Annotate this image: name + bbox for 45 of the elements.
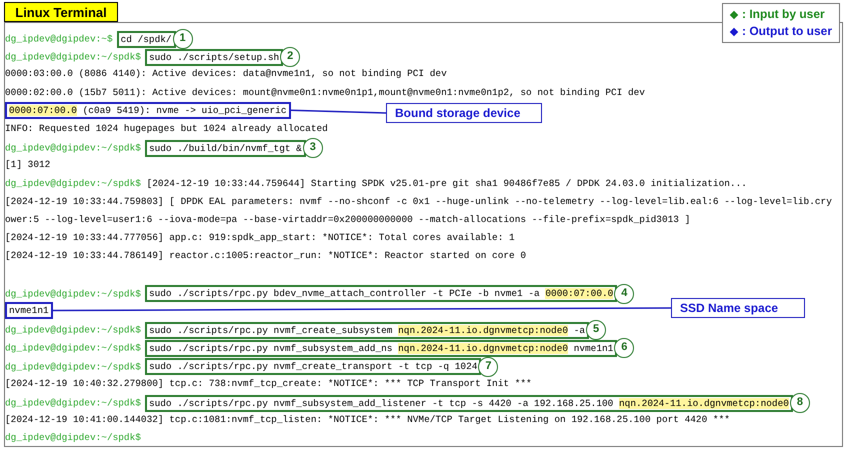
terminal-output-line: [2024-12-19 10:33:44.777056] app.c: 919:spdk_app_start: *NOTICE*: Total cores available: 1 [5, 232, 515, 244]
step-number: 4 [614, 284, 634, 304]
command-input: sudo ./scripts/rpc.py bdev_nvme_attach_controller -t PCIe -b nvme1 -a 0000:07:00.0 [144, 285, 618, 302]
command-prompt: dg_ipdev@dgipdev:~/spdk$ [5, 52, 141, 63]
step-number: 2 [280, 47, 300, 68]
step-number: 3 [302, 138, 323, 158]
command-prompt: dg_ipdev@dgipdev:~/spdk$ [5, 142, 141, 154]
command-prompt: dg_ipdev@dgipdev:~/spdk$ [5, 361, 141, 372]
command-input: sudo ./scripts/rpc.py nvmf_subsystem_add_listener -t tcp -s 4420 -a 192.168.25.100 nqn.2024-11.io.dgnvmetcp:node0 [144, 394, 793, 412]
step-number: 1 [172, 29, 193, 49]
terminal-output-line: ower:5 --log-level=user1:6 --iova-mode=pa --base-virtaddr=0x200000000000 --match-allocations --file-prefix=spdk_pid3013 ] [5, 214, 690, 225]
command-input: sudo ./scripts/setup.sh [144, 48, 284, 66]
terminal-output-line: 0000:03:00.0 (8086 4140): Active devices: data@nvme1n1, so not binding PCI dev [5, 68, 447, 80]
callout-label: SSD Name space [671, 298, 805, 318]
command-prompt: dg_ipdev@dgipdev:~/spdk$ [5, 342, 141, 354]
terminal-output-line: [2024-12-19 10:41:00.144032] tcp.c:1081:nvmf_tcp_listen: *NOTICE*: *** NVMe/TCP Target Listening on 192.168.25.100 port 4420 *** [5, 414, 730, 426]
callout-label: Bound storage device [386, 103, 542, 123]
command-prompt: dg_ipdev@dgipdev:~/spdk$ [5, 398, 141, 408]
terminal-output-line: INFO: Requested 1024 hugepages but 1024 already allocated [5, 123, 328, 134]
terminal-output-line: [2024-12-19 10:33:44.759644] Starting SPDK v25.01-pre git sha1 90486f7e85 / DPDK 24.03.0 initialization... [146, 178, 747, 189]
terminal-output-line: [1] 3012 [5, 159, 50, 170]
command-prompt: dg_ipdev@dgipdev:~/spdk$ [5, 178, 141, 189]
command-prompt: dg_ipdev@dgipdev:~/spdk$ [5, 432, 141, 444]
command-prompt: dg_ipdev@dgipdev:~/spdk$ [5, 288, 141, 300]
highlighted-output: 0000:07:00.0 (c0a9 5419): nvme -> uio_pci_generic [5, 102, 291, 119]
command-input: sudo ./scripts/rpc.py nvmf_create_subsystem nqn.2024-11.io.dgnvmetcp:node0 -a [144, 322, 590, 339]
step-number: 6 [614, 338, 634, 358]
window-title-tab: Linux Terminal [4, 2, 118, 22]
legend-label: : Output to user [742, 23, 832, 40]
command-input: sudo ./scripts/rpc.py nvmf_create_transport -t tcp -q 1024 [144, 358, 482, 376]
connector-line [290, 110, 386, 114]
terminal-output-line: 0000:02:00.0 (15b7 5011): Active devices: mount@nvme0n1:nvme0n1p1,mount@nvme0n1:nvme0n1p2, so not binding PCI dev [5, 86, 645, 98]
command-prompt: dg_ipdev@dgipdev:~/spdk$ [5, 324, 141, 336]
step-number: 5 [586, 320, 606, 340]
highlighted-output: nvme1n1 [5, 302, 53, 319]
connector-line [52, 307, 671, 312]
step-number: 8 [790, 393, 810, 413]
legend-label: : Input by user [742, 6, 825, 23]
terminal-output-line: [2024-12-19 10:33:44.786149] reactor.c:1005:reactor_run: *NOTICE*: Reactor started on core 0 [5, 250, 526, 262]
terminal-window [4, 22, 843, 447]
step-number: 7 [478, 356, 498, 377]
terminal-output-line: [2024-12-19 10:40:32.279800] tcp.c: 738:nvmf_tcp_create: *NOTICE*: *** TCP Transport Init *** [5, 378, 532, 389]
command-input: sudo ./scripts/rpc.py nvmf_subsystem_add_ns nqn.2024-11.io.dgnvmetcp:node0 nvme1n1 [144, 340, 618, 357]
command-input: sudo ./build/bin/nvmf_tgt & [144, 140, 306, 157]
terminal-output-line: [2024-12-19 10:33:44.759803] [ DPDK EAL parameters: nvmf --no-shconf -c 0x1 --huge-unlink --no-telemetry --log-level=lib.eal:6 --log-level=lib.cry [5, 196, 832, 207]
